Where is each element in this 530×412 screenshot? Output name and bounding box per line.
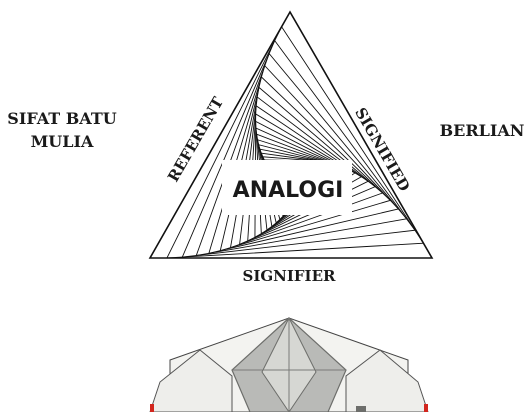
- outer-label-left-line2: MULIA: [31, 132, 94, 151]
- building-illustration: [150, 318, 428, 412]
- side-label-signifier: SIGNIFIER: [243, 267, 336, 285]
- outer-label-left-line1: SIFAT BATU: [7, 109, 116, 128]
- outer-label-right: BERLIAN: [440, 121, 525, 140]
- center-label: ANALOGI: [233, 178, 344, 203]
